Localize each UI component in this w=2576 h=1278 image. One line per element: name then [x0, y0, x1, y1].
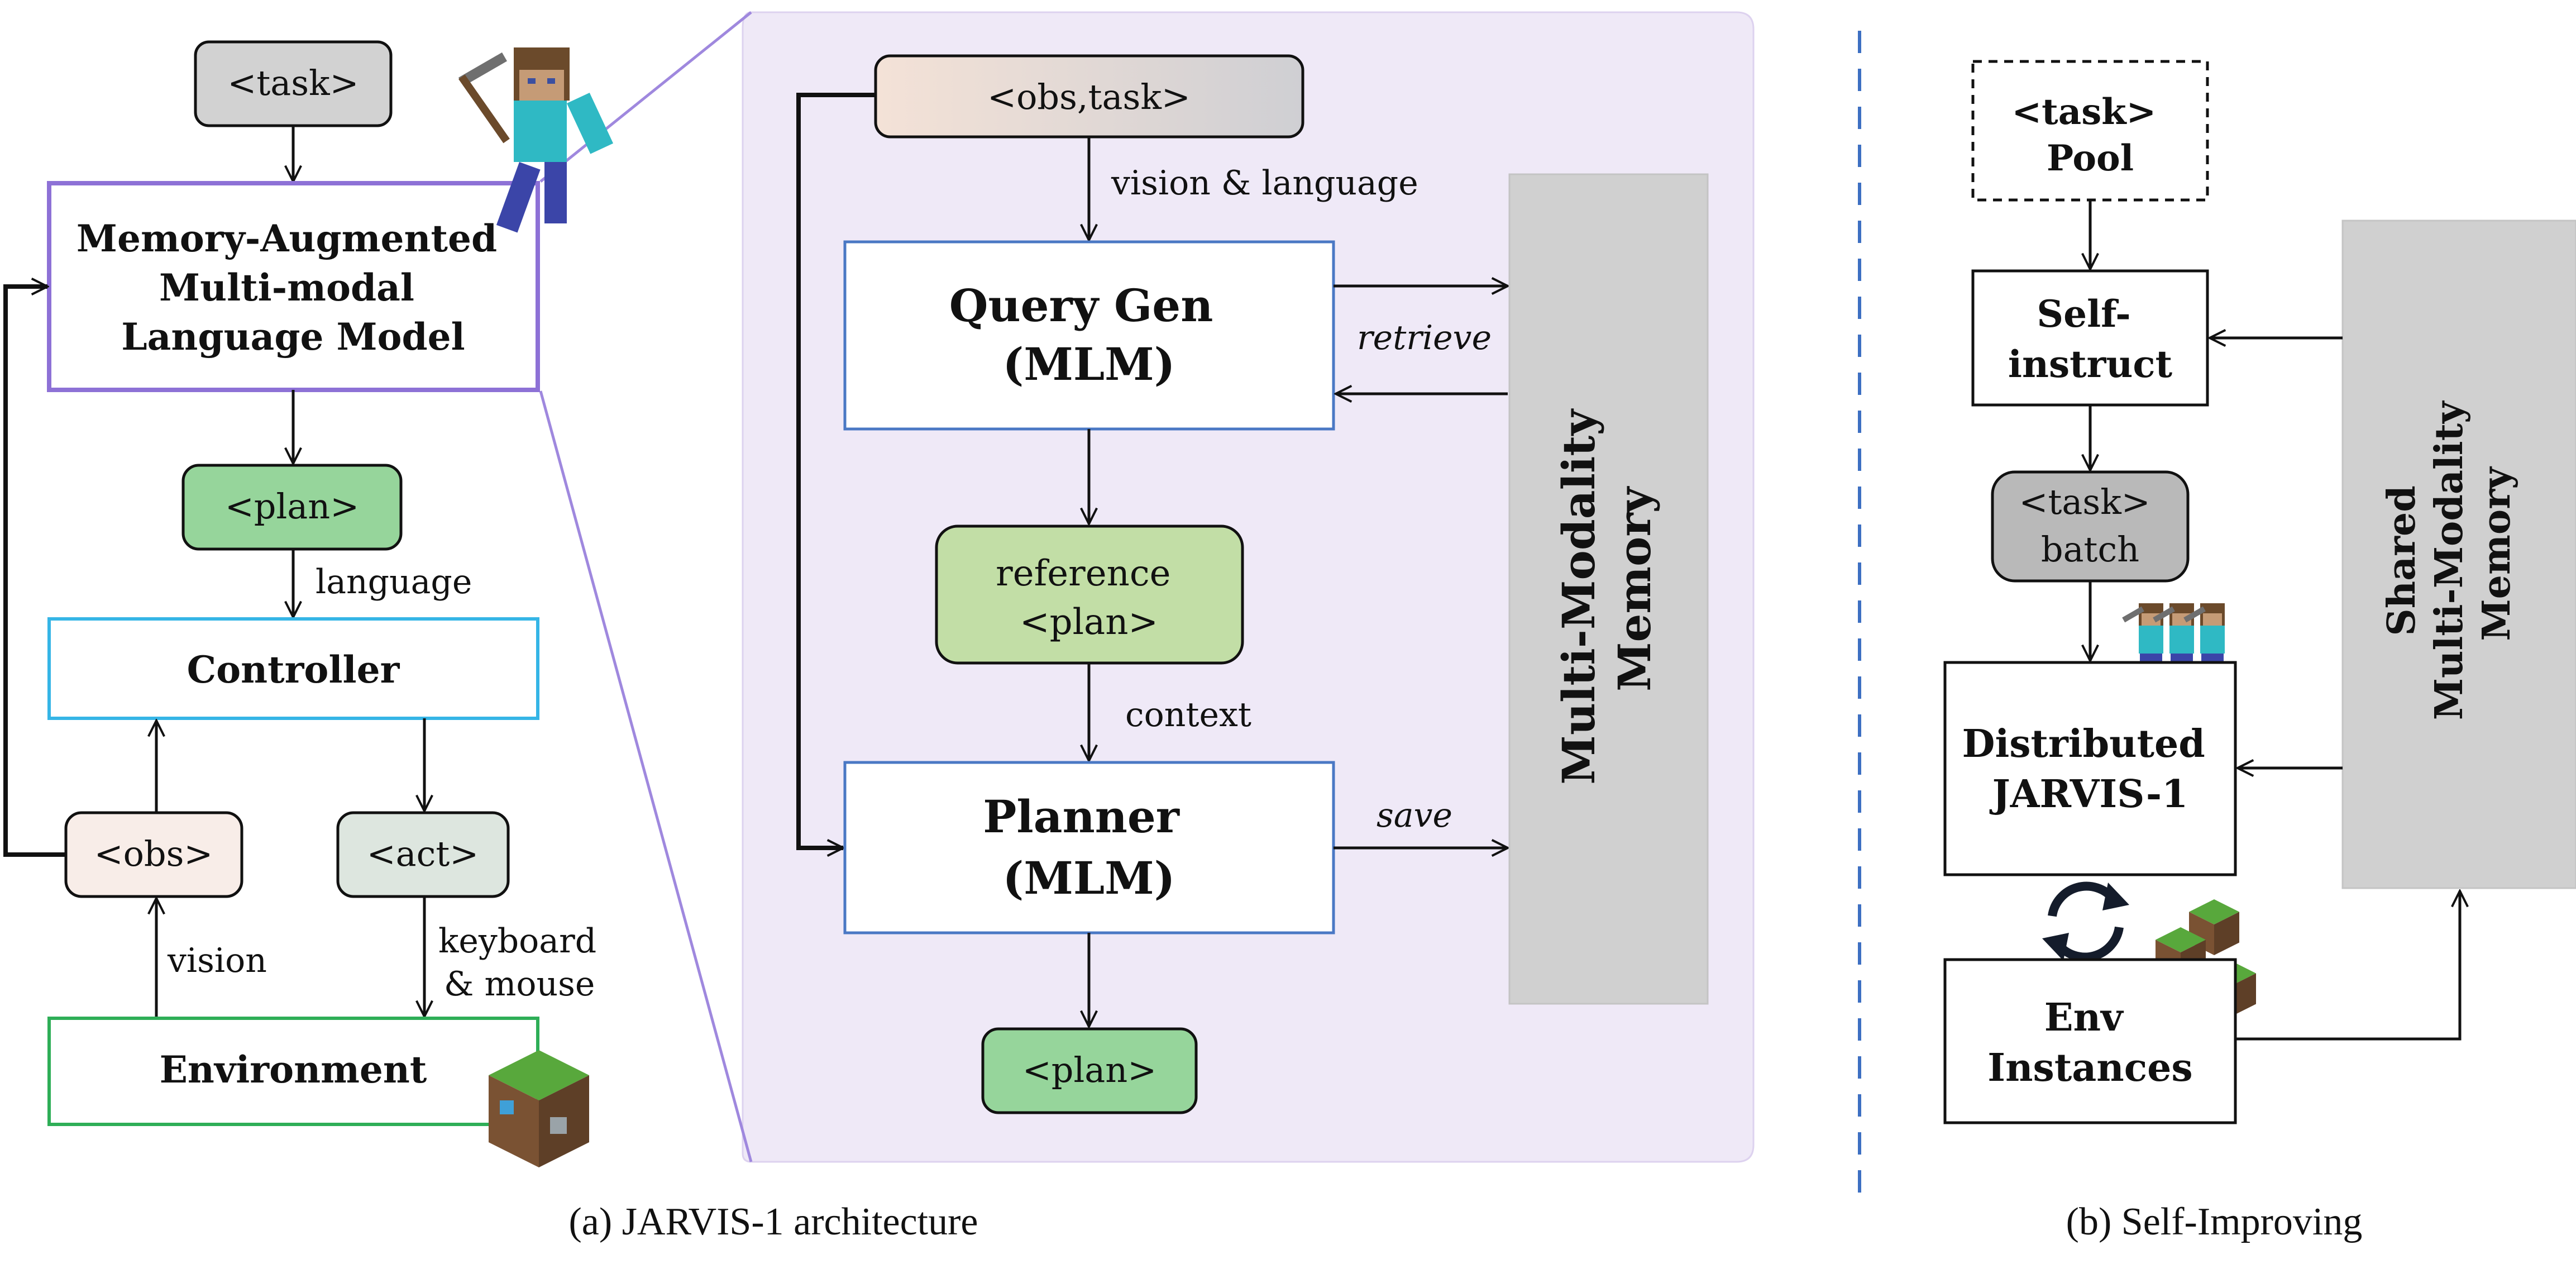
- refresh-cycle-icon: [2042, 881, 2129, 962]
- memory-box: [1508, 173, 1709, 1005]
- grass-block-icon: [489, 1050, 589, 1167]
- controller-box: [47, 617, 539, 720]
- env-instances-box: [1943, 958, 2237, 1124]
- planner-label: Planner (MLM): [983, 790, 1195, 904]
- output-plan-box: [981, 1027, 1198, 1114]
- reference-plan-label: reference <plan>: [996, 553, 1182, 643]
- output-plan-label: <plan>: [1022, 1050, 1156, 1090]
- vision-label: vision: [167, 941, 267, 980]
- mlm-box: [47, 181, 540, 392]
- self-instruct-box: [1971, 269, 2209, 407]
- arrow-obs-task-planner: [796, 93, 876, 848]
- distributed-box: [1943, 661, 2237, 876]
- environment-box: [47, 1017, 539, 1126]
- act-label: <act>: [367, 833, 479, 874]
- keyboard-mouse-label: keyboard & mouse: [438, 922, 607, 1004]
- caption-right: (b) Self-Improving: [2066, 1200, 2363, 1243]
- save-label: save: [1377, 796, 1452, 835]
- query-gen-label: Query Gen (MLM): [949, 279, 1229, 390]
- arrow-env-memory: [2235, 891, 2460, 1041]
- zoom-line-top: [539, 11, 752, 183]
- mlm-title: Memory-Augmented Multi-modal Language Mo…: [77, 217, 510, 359]
- task-pool-label: <task> Pool: [2012, 91, 2169, 179]
- shared-memory-label: Shared Multi-Modality Memory: [2379, 388, 2519, 721]
- query-gen-box: [843, 240, 1335, 431]
- vision-language-label: vision & language: [1111, 164, 1418, 203]
- plan-label: <plan>: [225, 486, 359, 527]
- memory-label: Multi-Modality Memory: [1552, 394, 1661, 784]
- shared-memory-box: [2341, 220, 2576, 889]
- self-instruct-label: Self- instruct: [2008, 292, 2173, 386]
- distributed-label: Distributed JARVIS-1: [1962, 722, 2218, 817]
- retrieve-label: retrieve: [1357, 318, 1492, 357]
- controller-label: Controller: [187, 648, 400, 692]
- caption-left: (a) JARVIS-1 architecture: [569, 1200, 978, 1243]
- task-pool-box: [1971, 60, 2209, 202]
- context-label: context: [1125, 695, 1251, 735]
- task-batch-label: <task> batch: [2019, 481, 2162, 570]
- zoom-line-bottom: [539, 390, 753, 1162]
- env-instances-label: Env Instances: [1987, 995, 2192, 1090]
- minecraft-steve-icon: [458, 47, 614, 233]
- environment-label: Environment: [160, 1048, 427, 1091]
- planner-box: [843, 761, 1335, 934]
- obs-label: <obs>: [94, 833, 213, 874]
- task-label: <task>: [227, 63, 359, 103]
- language-label: language: [316, 562, 472, 602]
- arrow-obs-mlm-loop: [3, 287, 66, 857]
- obs-task-label: <obs,task>: [987, 77, 1191, 117]
